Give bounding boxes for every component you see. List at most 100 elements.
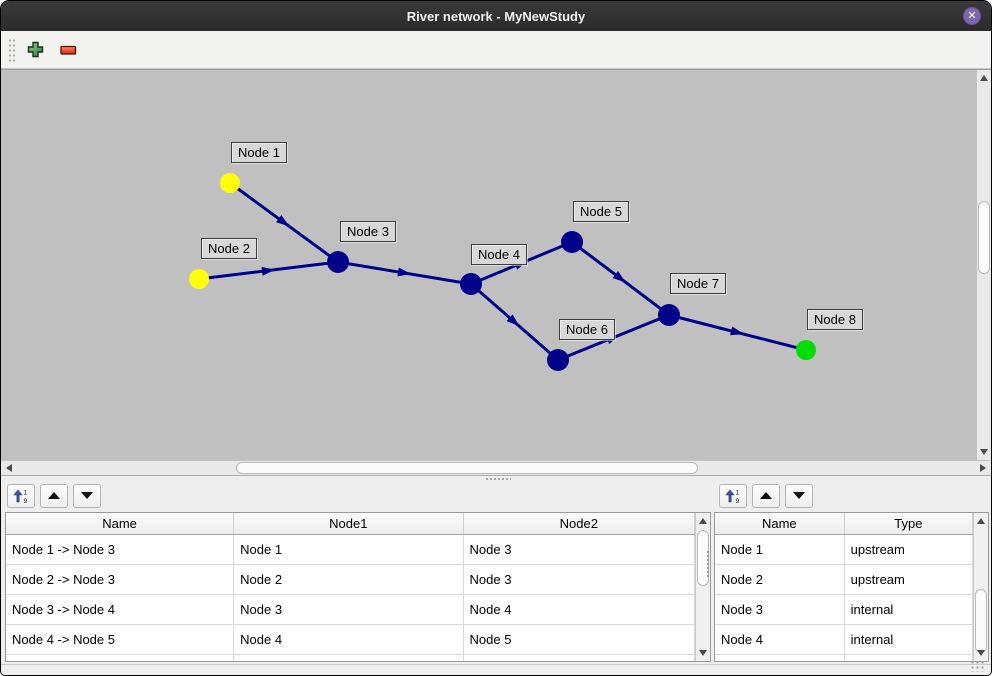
flow-arrow-icon: [397, 267, 411, 277]
table-cell[interactable]: Node 5: [463, 624, 695, 655]
table-cell[interactable]: Node 4: [715, 624, 845, 655]
nodes-table-scrollbar[interactable]: [973, 513, 988, 661]
network-node-node-7[interactable]: [658, 304, 680, 326]
network-node-node-8[interactable]: [796, 340, 816, 360]
titlebar[interactable]: River network - MyNewStudy ✕: [1, 1, 991, 31]
column-header-name[interactable]: Name: [715, 513, 845, 535]
table-cell[interactable]: Node 3 -> Node 4: [6, 594, 235, 625]
toolbar-drag-handle[interactable]: [8, 37, 16, 62]
canvas-vertical-scrollbar[interactable]: [976, 70, 991, 460]
node-label-node-4: Node 4: [471, 244, 527, 265]
svg-text:9: 9: [24, 498, 28, 504]
network-node-node-4[interactable]: [460, 273, 482, 295]
table-cell[interactable]: Node 3: [463, 564, 695, 595]
canvas-horizontal-scrollbar[interactable]: [1, 460, 991, 475]
close-button[interactable]: ✕: [963, 7, 981, 25]
hscroll-thumb[interactable]: [236, 462, 698, 474]
resize-grip[interactable]: [970, 660, 985, 672]
table-cell: [463, 654, 695, 661]
column-header-name[interactable]: Name: [6, 513, 235, 535]
move-down-button[interactable]: [785, 483, 813, 508]
scroll-left-icon[interactable]: [6, 464, 12, 472]
table-cell[interactable]: Node 2: [233, 564, 464, 595]
table-cell[interactable]: upstream: [844, 534, 973, 565]
close-icon: ✕: [967, 10, 977, 22]
scroll-up-icon[interactable]: [980, 75, 988, 81]
table-row: [715, 654, 973, 661]
triangle-down-icon: [793, 492, 805, 499]
scroll-up-icon[interactable]: [699, 518, 707, 524]
node-label-node-1: Node 1: [231, 142, 287, 163]
vscroll-thumb[interactable]: [978, 201, 990, 274]
nodes-scroll-thumb[interactable]: [975, 589, 987, 653]
column-header-node2[interactable]: Node2: [463, 513, 695, 535]
triangle-up-icon: [48, 492, 60, 499]
scroll-down-icon[interactable]: [980, 449, 988, 455]
toolbar: [1, 31, 991, 69]
table-cell[interactable]: Node 1: [233, 534, 464, 565]
table-cell[interactable]: Node 3: [233, 594, 464, 625]
table-cell[interactable]: Node 3: [715, 594, 845, 625]
network-node-node-3[interactable]: [327, 251, 349, 273]
table-cell[interactable]: Node 2: [715, 564, 845, 595]
table-cell[interactable]: Node 1: [715, 534, 845, 565]
table-cell[interactable]: Node 4 -> Node 5: [6, 624, 235, 655]
scroll-down-icon[interactable]: [699, 650, 707, 656]
sort-1-9-icon: 1 9: [13, 489, 28, 504]
network-node-node-2[interactable]: [189, 269, 209, 289]
links-table-scrollbar[interactable]: [695, 513, 710, 661]
move-down-button[interactable]: [73, 483, 101, 508]
table-cell: [715, 654, 845, 661]
table-cell[interactable]: Node 3: [463, 534, 695, 565]
node-label-node-2: Node 2: [201, 238, 257, 259]
table-cell[interactable]: upstream: [844, 564, 973, 595]
move-up-button[interactable]: [40, 483, 68, 508]
column-header-type[interactable]: Type: [844, 513, 973, 535]
table-cell[interactable]: Node 2 -> Node 3: [6, 564, 235, 595]
network-node-node-5[interactable]: [561, 231, 583, 253]
table-cell[interactable]: internal: [844, 594, 973, 625]
flow-arrow-icon: [506, 314, 520, 327]
node-label-node-5: Node 5: [573, 201, 629, 222]
sort-button[interactable]: 1 9: [7, 483, 35, 508]
table-cell[interactable]: internal: [844, 624, 973, 655]
sort-button[interactable]: 1 9: [719, 483, 747, 508]
network-node-node-1[interactable]: [220, 173, 240, 193]
table-cell[interactable]: Node 1 -> Node 3: [6, 534, 235, 565]
table-cell[interactable]: Node 4: [463, 594, 695, 625]
add-node-button[interactable]: [24, 39, 46, 61]
scroll-down-icon[interactable]: [977, 650, 985, 656]
node-label-node-7: Node 7: [670, 273, 726, 294]
table-cell: [6, 654, 235, 661]
svg-text:1: 1: [24, 489, 28, 496]
vertical-splitter-handle[interactable]: [706, 550, 711, 578]
column-header-node1[interactable]: Node1: [233, 513, 464, 535]
table-cell[interactable]: Node 4: [233, 624, 464, 655]
scroll-right-icon[interactable]: [980, 464, 986, 472]
remove-node-button[interactable]: [57, 39, 79, 61]
network-node-node-6[interactable]: [547, 349, 569, 371]
scroll-up-icon[interactable]: [977, 518, 985, 524]
move-up-button[interactable]: [752, 483, 780, 508]
triangle-down-icon: [81, 492, 93, 499]
nodes-toolbar: 1 9: [713, 476, 991, 510]
horizontal-splitter-handle[interactable]: [485, 477, 511, 481]
triangle-up-icon: [760, 492, 772, 499]
status-bar: [1, 660, 991, 675]
